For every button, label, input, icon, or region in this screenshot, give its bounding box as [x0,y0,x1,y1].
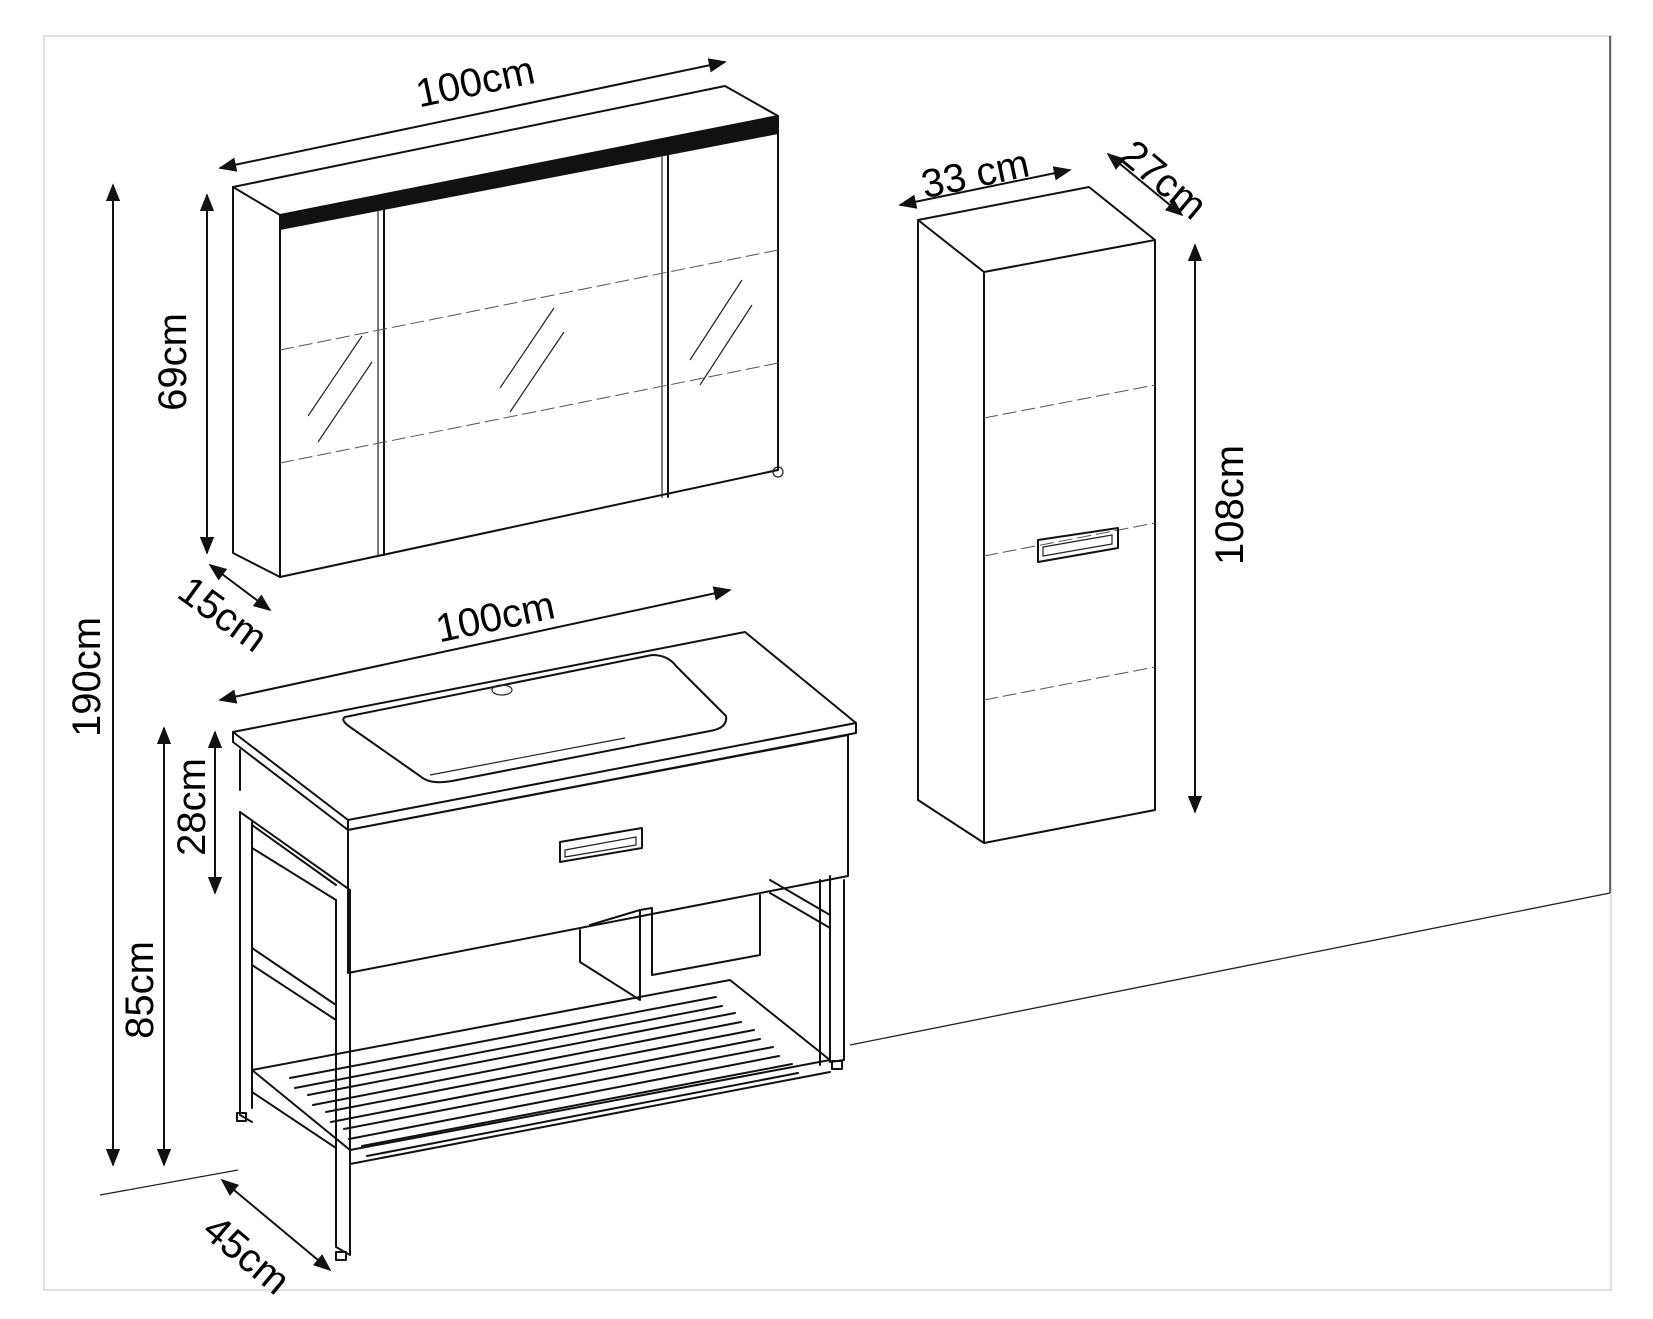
foot [236,1112,247,1122]
tall-depth-label: 27cm [1112,132,1215,229]
drawer-handle [559,827,643,863]
vanity-unit [232,631,857,1261]
tall-width-label: 33 cm [917,141,1033,207]
mirror-height-label: 69cm [151,313,195,411]
outer-frame [43,35,1612,1291]
mirror-depth-label: 15cm [170,568,275,661]
foot [335,1251,347,1261]
total-height-label: 190cm [65,617,109,737]
foot [831,1060,843,1070]
slats [289,996,799,1157]
vanity-depth-label: 45cm [195,1207,298,1304]
tall-height-label: 108cm [1208,445,1252,565]
sensor-icon [772,466,784,478]
vanity-height-label: 85cm [118,941,162,1039]
tall-cabinet-handle [1037,527,1119,563]
floor-line [99,36,1611,1196]
tall-dimensions [898,152,1203,814]
mirror-cabinet [232,85,784,578]
tall-cabinet [917,186,1156,844]
drawer-height-label: 28cm [170,758,214,856]
vanity-dimensions [105,183,732,1272]
